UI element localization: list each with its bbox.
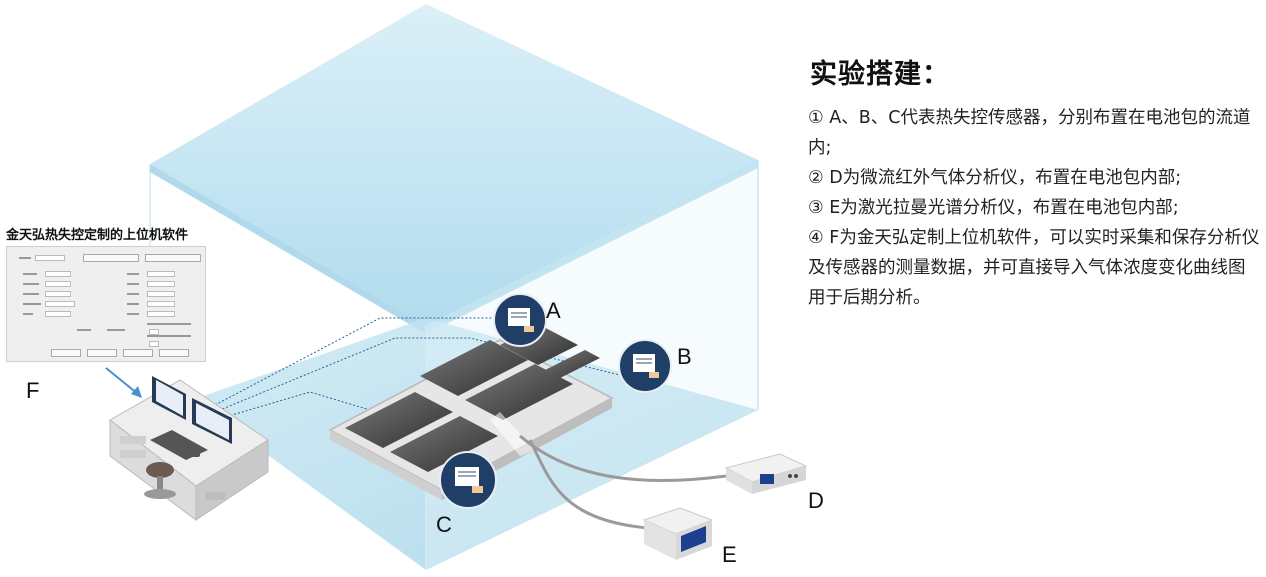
workstation <box>109 376 269 521</box>
signal-cables <box>214 317 641 441</box>
panel-items: ① A、B、C代表热失控传感器，分别布置在电池包的流道内; ② D为微流红外气体… <box>808 103 1260 313</box>
label-d: D <box>808 488 824 513</box>
label-e: E <box>722 542 737 567</box>
panel-item: ① A、B、C代表热失控传感器，分别布置在电池包的流道内; <box>808 108 1251 158</box>
raman-analyzer-e <box>642 507 714 560</box>
label-c: C <box>436 512 452 537</box>
panel-item: ④ F为金天弘定制上位机软件，可以实时采集和保存分析仪及传感器的测量数据，并可直… <box>808 228 1260 308</box>
panel-item: ③ E为激光拉曼光谱分析仪，布置在电池包内部; <box>808 198 1179 218</box>
software-title: 金天弘热失控定制的上位机软件 <box>6 228 189 243</box>
panel-item: ② D为微流红外气体分析仪，布置在电池包内部; <box>808 168 1182 188</box>
enclosure-lid <box>150 4 758 326</box>
sensor-badge-b <box>618 339 672 393</box>
label-a: A <box>546 298 561 323</box>
analyzer-cables <box>519 434 727 530</box>
enclosure-right-wall <box>426 160 758 570</box>
software-arrow <box>105 367 142 398</box>
label-b: B <box>677 344 692 369</box>
software-screenshot <box>6 246 206 362</box>
battery-modules <box>345 325 600 472</box>
sensor-badge-a <box>493 293 547 347</box>
sensor-badge-c <box>439 451 497 509</box>
gas-analyzer-d <box>724 453 808 494</box>
label-f: F <box>26 378 40 403</box>
panel-title: 实验搭建： <box>810 59 950 90</box>
setup-description-panel: 实验搭建： ① A、B、C代表热失控传感器，分别布置在电池包的流道内; ② D为… <box>808 52 1260 313</box>
